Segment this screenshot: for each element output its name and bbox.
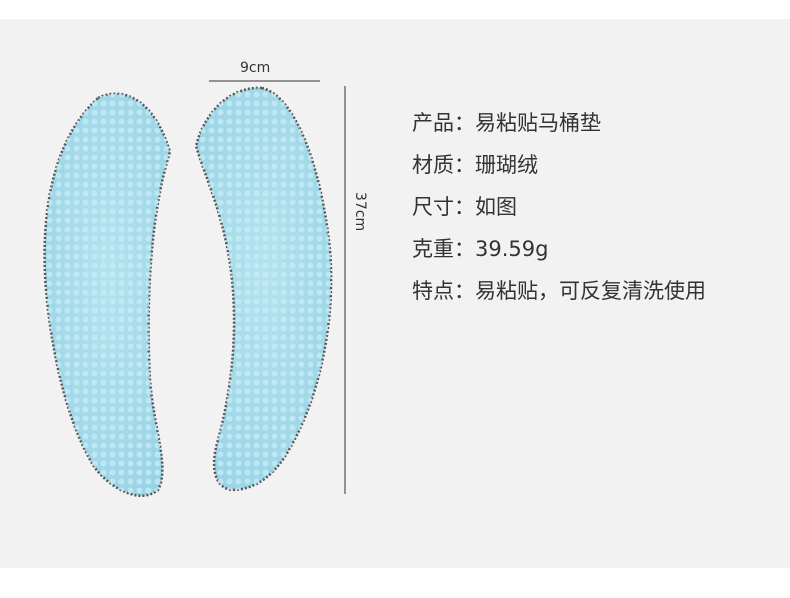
spec-value: 易粘贴马桶垫 bbox=[475, 111, 601, 135]
spec-separator: ： bbox=[454, 237, 475, 261]
spec-key: 产品 bbox=[412, 111, 454, 135]
spec-value: 珊瑚绒 bbox=[475, 153, 538, 177]
spec-separator: ： bbox=[454, 111, 475, 135]
spec-key: 材质 bbox=[412, 153, 454, 177]
spec-value: 易粘贴，可反复清洗使用 bbox=[475, 279, 706, 303]
spec-row-material: 材质：珊瑚绒 bbox=[412, 150, 706, 192]
spec-separator: ： bbox=[454, 153, 475, 177]
spec-row-size: 尺寸：如图 bbox=[412, 192, 706, 234]
spec-key: 特点 bbox=[412, 279, 454, 303]
spec-key: 克重 bbox=[412, 237, 454, 261]
spec-row-product: 产品：易粘贴马桶垫 bbox=[412, 108, 706, 150]
right-seat-pad bbox=[194, 86, 333, 492]
spec-value: 如图 bbox=[475, 195, 517, 219]
spec-separator: ： bbox=[454, 195, 475, 219]
spec-row-feature: 特点：易粘贴，可反复清洗使用 bbox=[412, 276, 706, 318]
spec-list: 产品：易粘贴马桶垫 材质：珊瑚绒 尺寸：如图 克重：39.59g 特点：易粘贴，… bbox=[412, 108, 706, 318]
width-dimension-label: 9cm bbox=[240, 60, 271, 76]
left-seat-pad bbox=[43, 92, 172, 497]
spec-row-weight: 克重：39.59g bbox=[412, 234, 706, 276]
spec-key: 尺寸 bbox=[412, 195, 454, 219]
height-dimension-label: 37cm bbox=[352, 192, 368, 232]
spec-value: 39.59g bbox=[475, 237, 549, 261]
spec-separator: ： bbox=[454, 279, 475, 303]
